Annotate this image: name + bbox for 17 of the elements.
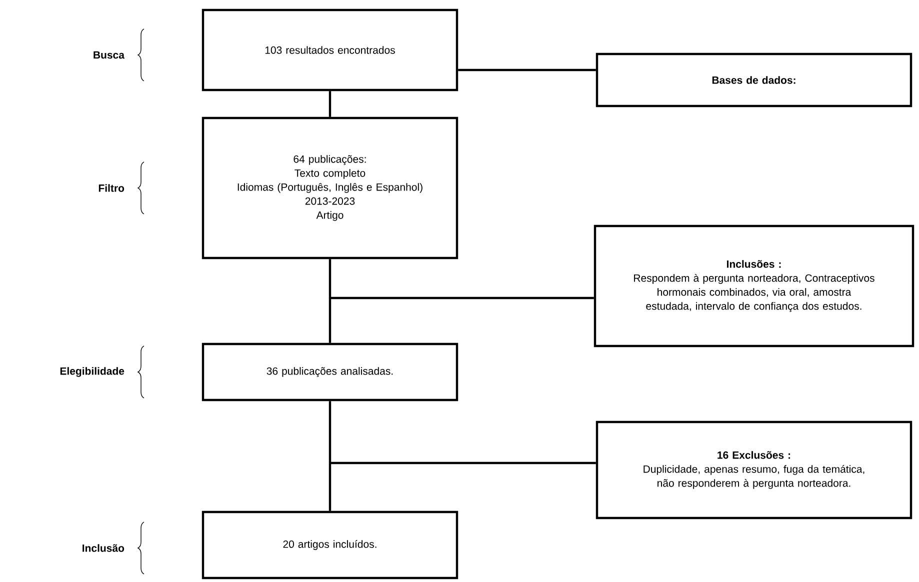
stage-label: Busca: [94, 51, 125, 59]
connector-line: [330, 296, 594, 300]
stage-label: Inclusão: [82, 544, 124, 552]
process-box: 20 artigos incluídos.: [202, 510, 458, 580]
process-box: Inclusões : Respondem à pergunta norteadora, Contraceptivos hormonais combinados, via oral, amostra estudada, intervalo de confiança dos estudos.: [594, 224, 914, 348]
process-box: 64 publicações: Texto completo Idiomas (Português, Inglês e Espanhol) 2013-2023 Artigo: [202, 116, 458, 260]
connector-line: [330, 462, 596, 464]
connector-line: [328, 259, 332, 343]
connector-line: [328, 91, 332, 117]
process-box: 36 publicações analisadas.: [202, 342, 458, 402]
process-box: 103 resultados encontrados: [202, 8, 458, 92]
process-box: 16 Exclusões : Duplicidade, apenas resumo, fuga da temática, não responderem à pergunta norteadora.: [596, 420, 912, 520]
connector-line: [328, 401, 332, 511]
stage-label: Elegibilidade: [60, 367, 124, 377]
process-box: Bases de dados:: [596, 52, 912, 108]
stage-label: Filtro: [98, 184, 124, 192]
connector-line: [458, 68, 596, 72]
